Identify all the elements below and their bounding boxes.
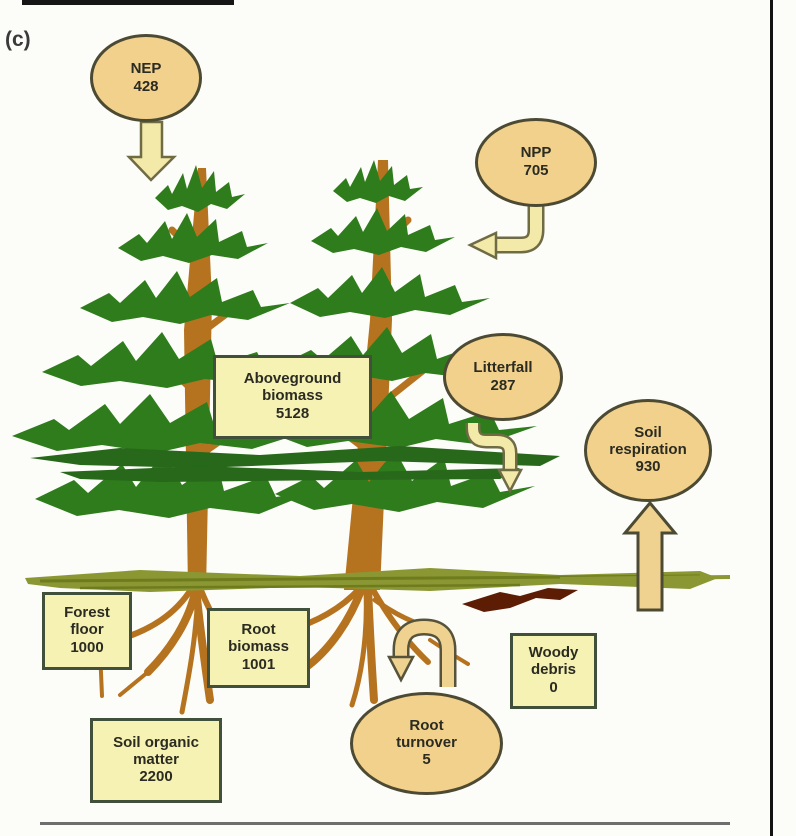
- node-root-turnover-label: Root turnover: [396, 716, 457, 751]
- node-nep-label: NEP: [130, 59, 162, 77]
- node-aboveground-biomass-value: 5128: [275, 404, 310, 422]
- node-soil-organic-matter-value: 2200: [139, 768, 173, 786]
- node-aboveground-biomass-label: Aboveground biomass: [243, 370, 342, 405]
- node-root-biomass: Root biomass 1001: [207, 608, 310, 688]
- node-soil-respiration-label: Soil respiration: [609, 423, 687, 458]
- page-column-rule: [770, 0, 773, 836]
- litterfall-arrow: [465, 423, 524, 494]
- figure-bottom-rule: [40, 822, 730, 825]
- root-turnover-arrow: [386, 618, 457, 687]
- canopy-band: [30, 446, 560, 468]
- fallen-log: [462, 588, 578, 612]
- node-woody-debris: Woody debris 0: [510, 633, 597, 709]
- npp-arrow: [467, 206, 545, 261]
- node-woody-debris-value: 0: [549, 678, 558, 696]
- node-npp-label: NPP: [520, 144, 552, 162]
- node-nep-value: 428: [133, 77, 159, 95]
- nep-arrow: [126, 120, 178, 182]
- node-nep: NEP 428: [90, 34, 202, 122]
- panel-label: (c): [5, 28, 31, 51]
- soil-respiration-arrow: [621, 500, 679, 612]
- node-soil-organic-matter: Soil organic matter 2200: [90, 718, 222, 803]
- node-root-biomass-label: Root biomass: [228, 621, 289, 656]
- node-litterfall-value: 287: [490, 376, 516, 394]
- canopy-band-2: [60, 466, 520, 482]
- node-litterfall: Litterfall 287: [443, 333, 563, 421]
- node-aboveground-biomass: Aboveground biomass 5128: [213, 355, 372, 439]
- node-root-biomass-value: 1001: [241, 655, 276, 673]
- ground-grass: [25, 568, 731, 592]
- figure-top-crop-bar: [22, 0, 234, 5]
- node-root-turnover: Root turnover 5: [350, 692, 503, 795]
- node-npp: NPP 705: [475, 118, 597, 207]
- node-woody-debris-label: Woody debris: [528, 644, 579, 679]
- node-forest-floor-value: 1000: [70, 638, 104, 656]
- node-forest-floor-label: Forest floor: [64, 604, 110, 639]
- node-litterfall-label: Litterfall: [473, 358, 533, 376]
- node-soil-respiration-value: 930: [635, 458, 661, 476]
- node-forest-floor: Forest floor 1000: [42, 592, 132, 670]
- node-soil-organic-matter-label: Soil organic matter: [113, 733, 199, 768]
- node-soil-respiration: Soil respiration 930: [584, 399, 712, 502]
- node-npp-value: 705: [523, 162, 549, 180]
- node-root-turnover-value: 5: [422, 751, 431, 769]
